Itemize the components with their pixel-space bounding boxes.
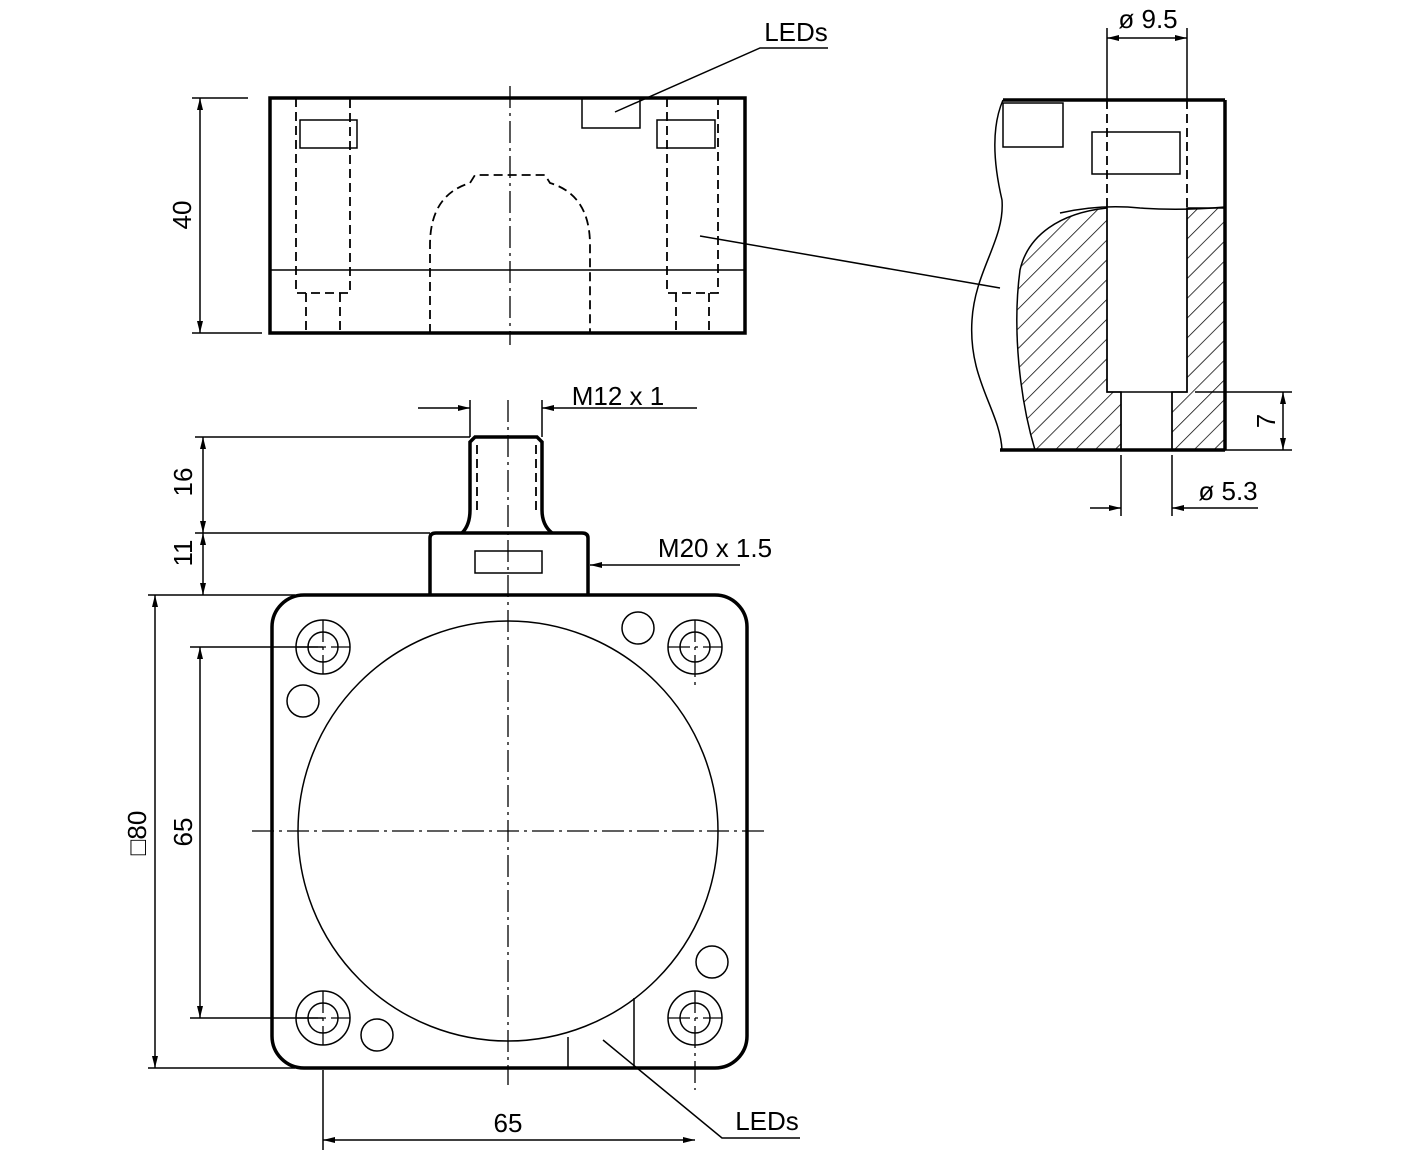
dim-hole-spacing-horizontal: 65 <box>494 1108 523 1138</box>
m20-thread-label: M20 x 1.5 <box>658 533 772 563</box>
mounting-holes <box>295 619 723 1090</box>
dim-connector-16: 16 <box>168 468 198 497</box>
break-line <box>970 99 1004 451</box>
dim-hole-spacing-vertical: 65 <box>168 818 198 847</box>
m12-connector <box>460 435 554 535</box>
detail-leader <box>699 235 1001 289</box>
top-view-outline <box>268 96 747 335</box>
dim-height-40: 40 <box>167 201 197 230</box>
dim-square-80: □80 <box>122 811 152 856</box>
dim-bore-diameter: ø 9.5 <box>1118 4 1177 34</box>
dim-depth-7: 7 <box>1251 414 1281 428</box>
led-window <box>656 119 716 149</box>
m12-thread-label: M12 x 1 <box>572 381 665 411</box>
leds-label-top: LEDs <box>764 17 828 47</box>
top-view: 40 LEDs <box>167 17 1001 345</box>
connector-cavity <box>429 174 591 333</box>
leds-label-bottom: LEDs <box>735 1106 799 1136</box>
led-window <box>299 119 358 149</box>
m20-housing <box>428 531 590 595</box>
dim-hole-diameter: ø 5.3 <box>1198 476 1257 506</box>
led-window <box>581 97 641 129</box>
dim-thread-11: 11 <box>168 540 198 567</box>
detail-section-view: ø 9.5 7 ø 5.3 <box>970 4 1292 516</box>
front-view: 16 11 M12 x 1 M20 x 1.5 □80 65 65 LEDs <box>122 381 800 1150</box>
